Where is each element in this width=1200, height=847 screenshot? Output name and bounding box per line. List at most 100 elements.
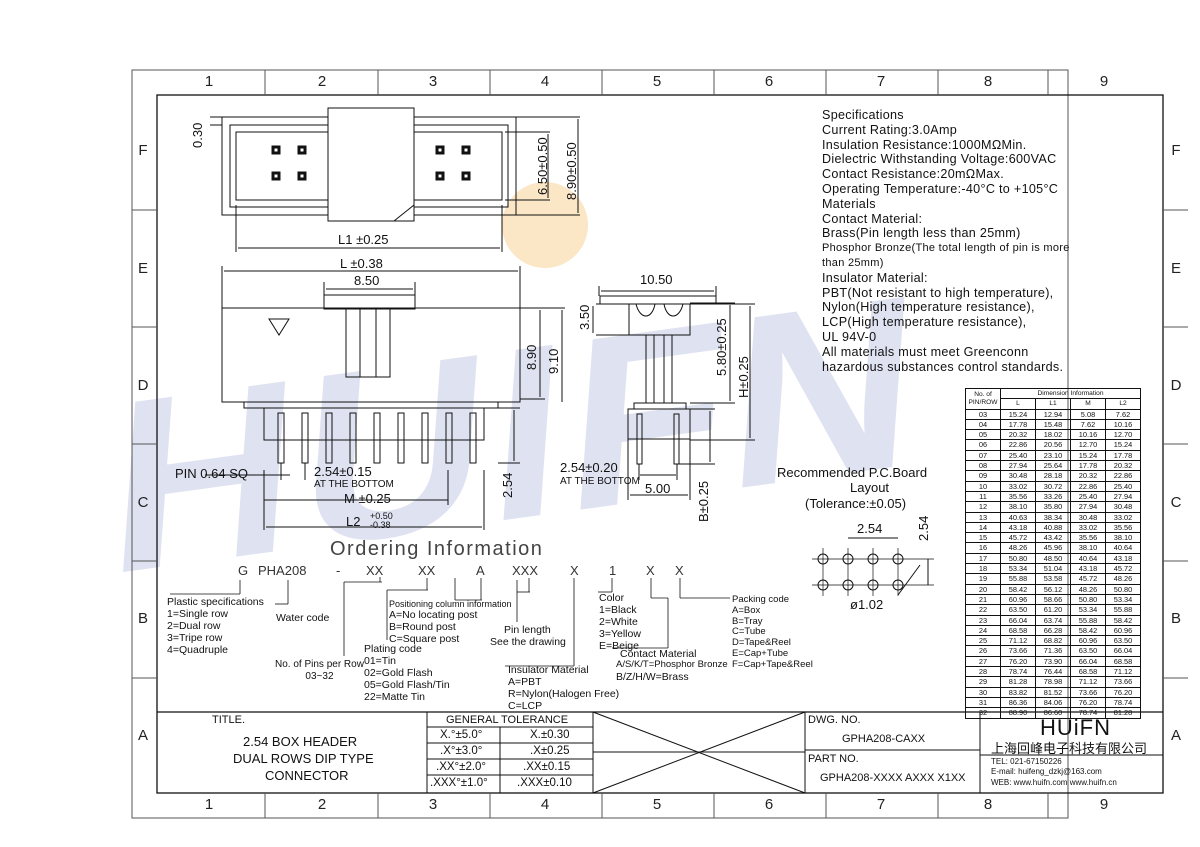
- dim-front-pitch-note: AT THE BOTTOM: [314, 479, 394, 490]
- grid-row-right-b: B: [1170, 610, 1181, 627]
- tolerance-lin-2: .X±0.25: [530, 745, 570, 757]
- table-cell: 30.48: [1070, 511, 1106, 523]
- ordering-line: 1=Black: [599, 604, 637, 617]
- ordering-plating: Plating code 01=Tin 02=Gold Flash 05=Gol…: [364, 643, 450, 703]
- pcb-subtitle: Layout: [850, 480, 890, 495]
- table-cell: 35.80: [1035, 501, 1071, 513]
- code-a: A: [476, 563, 485, 578]
- table-cell: 23.10: [1035, 449, 1071, 462]
- ordering-line: Plastic specifications: [167, 596, 264, 608]
- table-cell: 61.20: [1035, 604, 1071, 616]
- table-cell: 68.58: [1070, 666, 1106, 678]
- ordering-line: 05=Gold Flash/Tin: [364, 679, 450, 692]
- table-cell: 38.34: [1035, 511, 1071, 523]
- grid-col-top-6: 6: [764, 73, 774, 90]
- dim-top-l1: L1 ±0.25: [338, 232, 389, 247]
- table-cell: 22.86: [1000, 439, 1036, 451]
- tolerance-ang-3: .XX°±2.0°: [436, 761, 487, 773]
- dim-front-l: L ±0.38: [340, 256, 383, 271]
- ordering-water: Water code: [276, 612, 330, 624]
- brand-logo: HUiFN: [1040, 715, 1111, 740]
- ordering-line: C=LCP: [508, 700, 543, 713]
- dwg-label: DWG. NO.: [808, 714, 861, 726]
- ordering-line: 01=Tin: [364, 655, 397, 668]
- dim-top-030: 0.30: [190, 122, 205, 148]
- table-cell: 48.50: [1035, 552, 1071, 565]
- table-cell: 66.04: [1105, 645, 1141, 657]
- grid-row-right-c: C: [1170, 494, 1182, 511]
- code-dash: -: [336, 563, 341, 578]
- ordering-line: 2=Dual row: [167, 620, 221, 633]
- ordering-plastic: Plastic specifications 1=Single row 2=Du…: [167, 596, 264, 656]
- spec-line: All materials must meet Greenconn: [822, 344, 1029, 359]
- table-cell: 22.86: [1105, 470, 1141, 482]
- table-cell: 20.32: [1105, 460, 1141, 472]
- spec-line: Insulation Resistance:1000MΩMin.: [822, 137, 1027, 152]
- ordering-pins: No. of Pins per Row 03~32: [275, 659, 364, 682]
- table-header-group: Dimension Information: [1000, 387, 1141, 400]
- table-cell: 43.18: [1070, 563, 1106, 575]
- spec-line: Specifications: [822, 108, 904, 122]
- ordering-line: 2=White: [599, 616, 638, 629]
- table-cell: 53.58: [1035, 573, 1071, 585]
- company-email: E-mail: huifeng_dzkj@163.com: [991, 767, 1102, 776]
- ordering-positioning: Positioning column information A=No loca…: [389, 599, 512, 646]
- table-cell: 25.40: [1000, 449, 1036, 462]
- ordering-line: F=Cap+Tape&Reel: [732, 658, 813, 670]
- spec-line: Materials: [822, 196, 876, 211]
- table-cell: 48.26: [1105, 573, 1141, 585]
- ordering-line: 02=Gold Flash: [364, 667, 433, 680]
- table-cell: 81.28: [1105, 707, 1141, 719]
- ordering-line: See the drawing: [490, 636, 566, 649]
- ordering-line: R=Nylon(Halogen Free): [508, 688, 620, 701]
- dim-front-pitch: 2.54±0.15: [314, 464, 372, 479]
- spec-line: Dielectric Withstanding Voltage:600VAC: [822, 152, 1057, 167]
- spec-line: Current Rating:3.0Amp: [822, 122, 958, 137]
- grid-row-left-c: C: [137, 494, 149, 511]
- code-xx-2: XX: [418, 563, 436, 578]
- ordering-title: Ordering Information: [330, 538, 544, 560]
- ordering-line: B=Tray: [732, 615, 763, 627]
- table-cell: 12.70: [1070, 439, 1106, 451]
- table-cell: 7.62: [1070, 418, 1106, 431]
- table-cell: 88.90: [1000, 707, 1036, 719]
- company-web: WEB: www.huifn.com www.huifn.cn: [991, 778, 1117, 787]
- title-label: TITLE.: [212, 714, 246, 726]
- spec-line-small: Phosphor Bronze(The total length of pin …: [822, 242, 1070, 255]
- table-cell: 78.98: [1035, 676, 1071, 688]
- table-cell: 08: [965, 460, 1001, 472]
- table-cell: 63.50: [1070, 645, 1106, 657]
- table-cell: 7.62: [1105, 408, 1141, 420]
- company-tel: TEL: 021-67150226: [991, 757, 1062, 766]
- table-cell: 76.20: [1105, 686, 1141, 698]
- table-cell: 76.20: [1000, 655, 1036, 668]
- dwg-number: GPHA208-CAXX: [842, 733, 926, 745]
- table-cell: 58.42: [1105, 614, 1141, 626]
- ordering-line: 1=Single row: [167, 608, 228, 621]
- table-cell: 09: [965, 470, 1001, 482]
- dim-front-m: M ±0.25: [344, 491, 391, 506]
- ordering-line: B/Z/H/W=Brass: [616, 670, 689, 683]
- table-cell: 23: [965, 614, 1001, 626]
- grid-col-bottom-7: 7: [876, 796, 886, 813]
- ordering-insulator: Insulator Material A=PBT R=Nylon(Halogen…: [508, 664, 619, 712]
- tolerance-header: GENERAL TOLERANCE: [446, 714, 569, 726]
- table-cell: 28.18: [1035, 470, 1071, 482]
- spec-line: LCP(High temperature resistance),: [822, 315, 1027, 330]
- tolerance-lin-4: .XXX±0.10: [517, 777, 572, 789]
- grid-col-bottom-4: 4: [540, 796, 550, 813]
- grid-col-bottom-6: 6: [764, 796, 774, 813]
- table-cell: 78.74: [1000, 666, 1036, 678]
- grid-col-bottom-2: 2: [317, 796, 327, 813]
- tolerance-lin-3: .XX±0.15: [523, 761, 571, 773]
- spec-line: Brass(Pin length less than 25mm): [822, 226, 1021, 241]
